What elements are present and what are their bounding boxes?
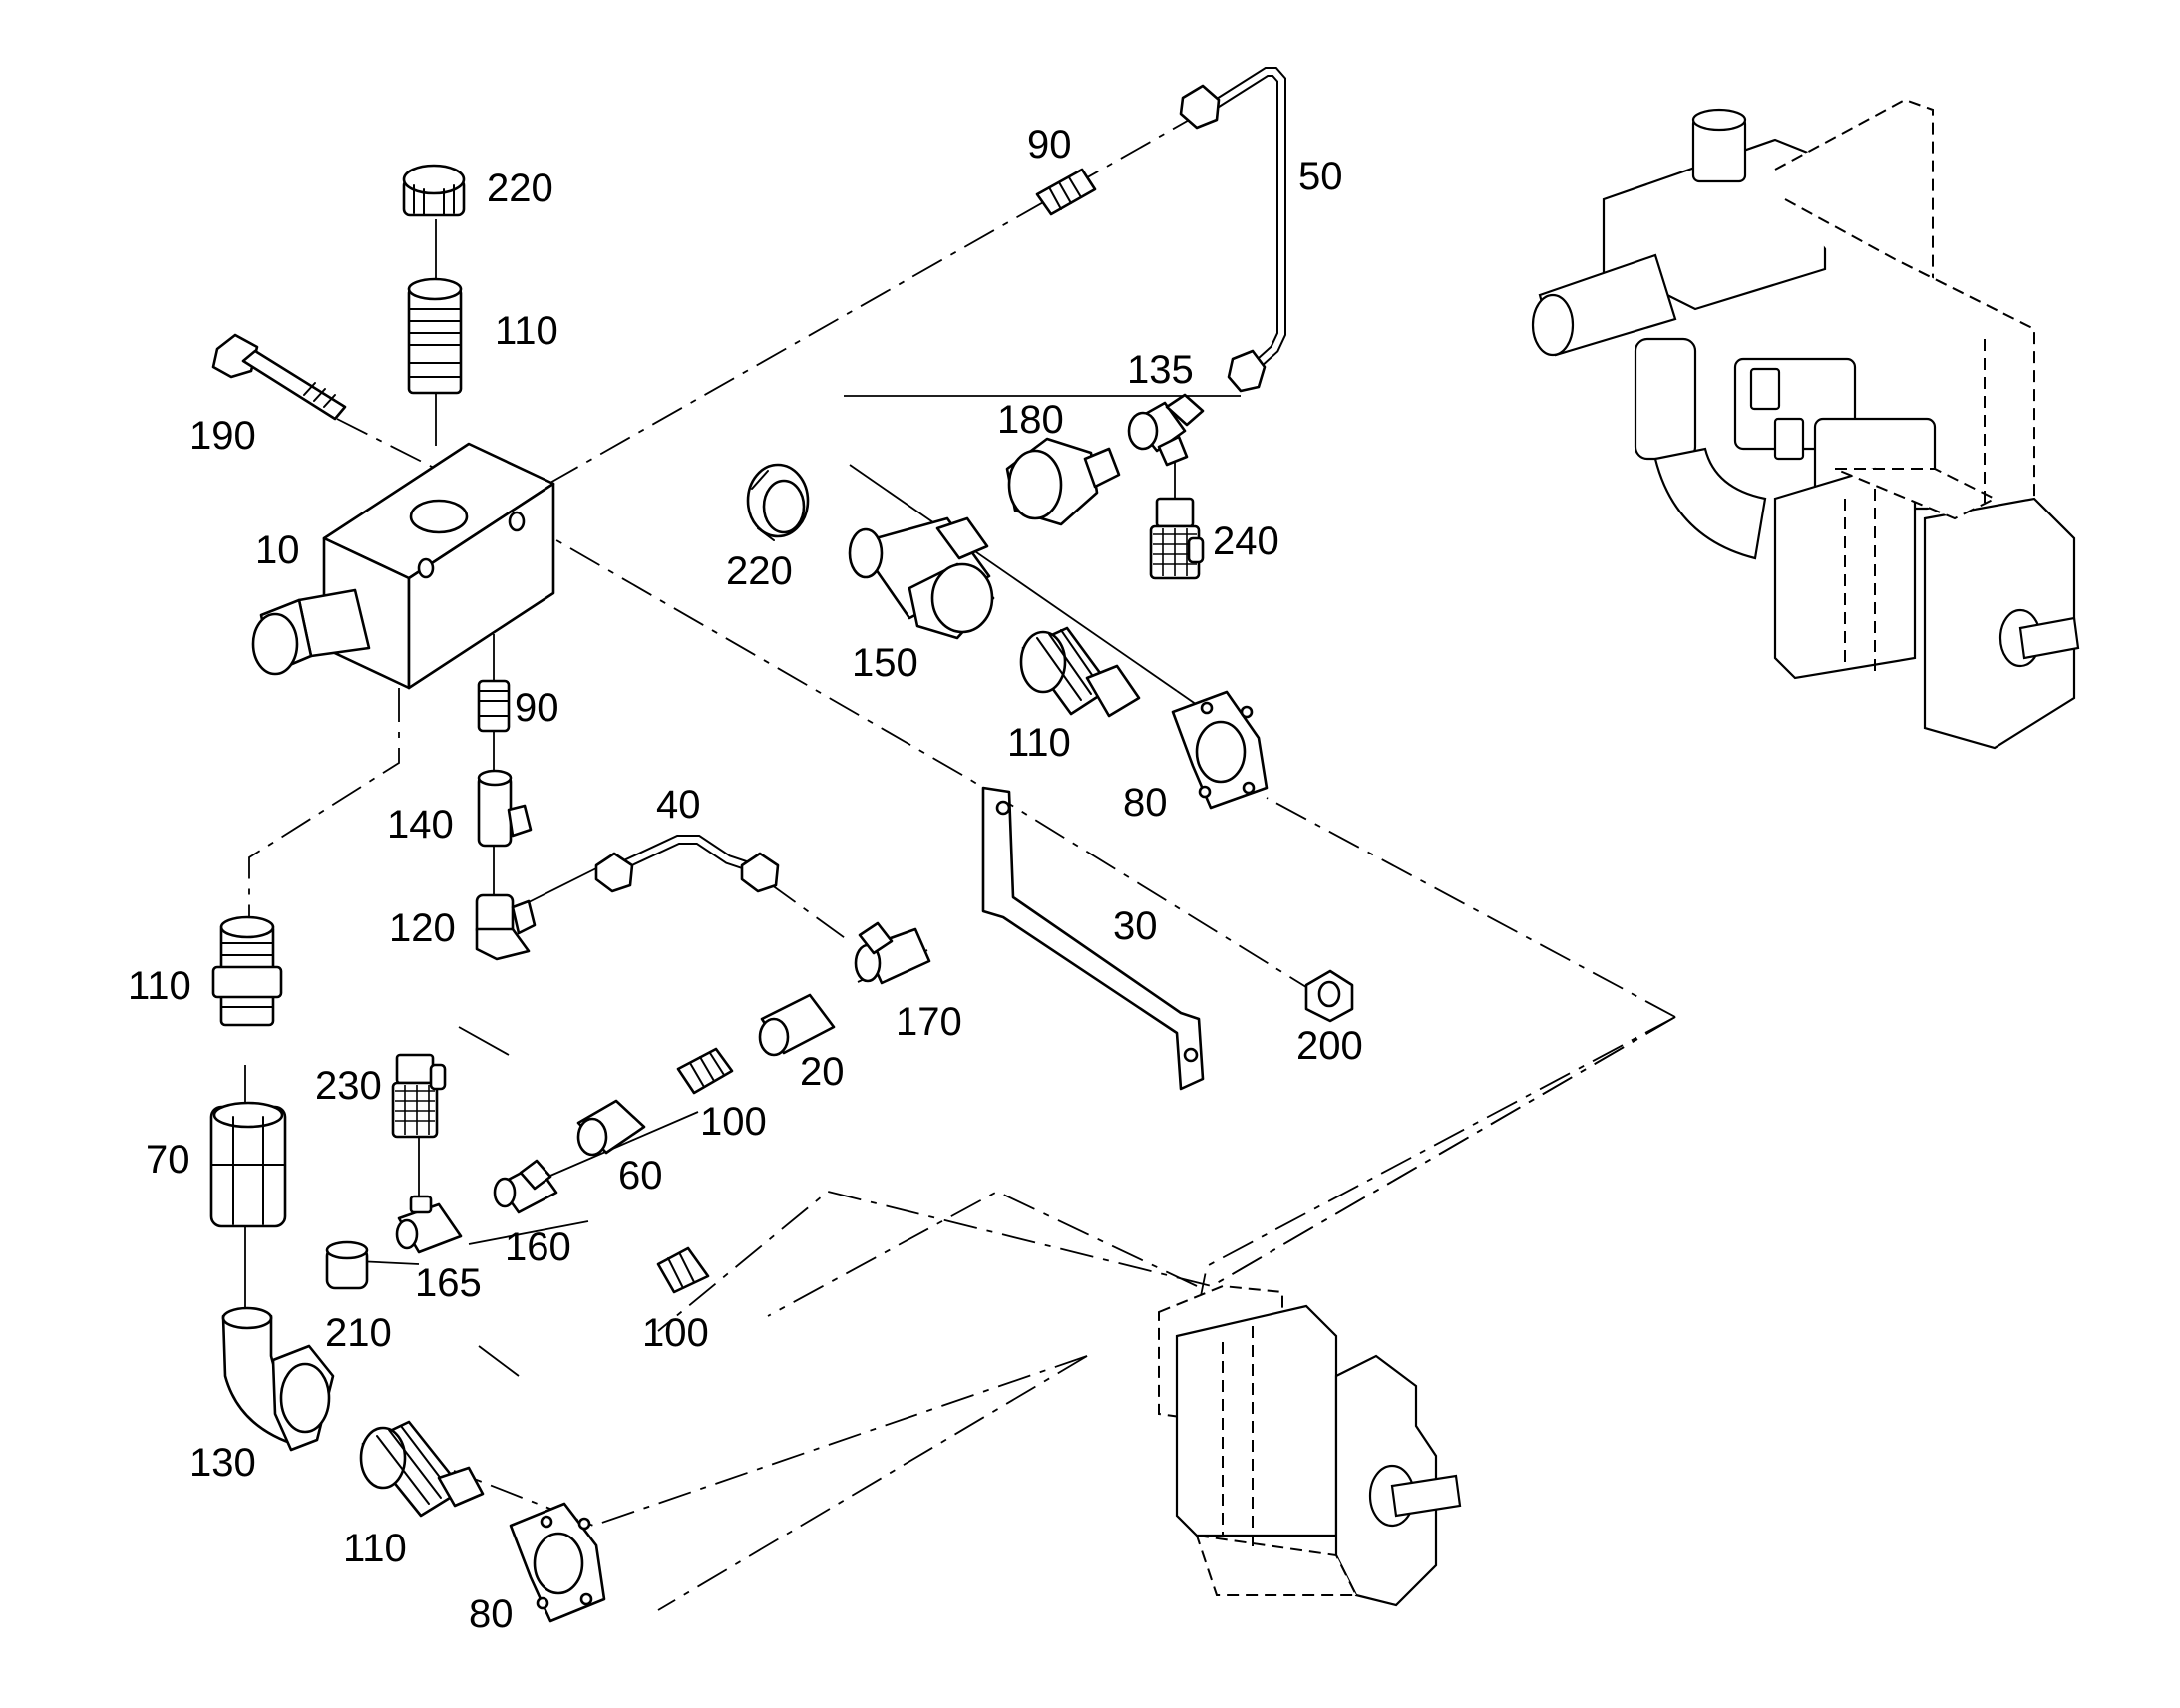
nut-60 [576, 1099, 646, 1157]
coupler-20 [758, 993, 836, 1057]
elbow-120 [475, 893, 537, 961]
callout-150: 150 [852, 641, 918, 685]
flange-80-bottom [509, 1502, 606, 1623]
tee-170 [854, 921, 931, 985]
test-coupling-230 [391, 1053, 447, 1139]
gear-pump-lower [1158, 1284, 1462, 1607]
nut-180 [1005, 437, 1121, 526]
callout-110-left: 110 [128, 964, 191, 1008]
bolt-190 [211, 333, 347, 421]
nipple-100-mid [676, 1047, 734, 1095]
callout-110-top: 110 [495, 309, 558, 353]
tee-140 [477, 769, 533, 848]
callout-135: 135 [1127, 348, 1194, 392]
adapter-110-bottom [359, 1420, 485, 1518]
nut-200 [1304, 969, 1354, 1023]
callout-30: 30 [1113, 904, 1158, 948]
callout-200: 200 [1296, 1024, 1363, 1068]
callout-110-bottom: 110 [343, 1527, 407, 1570]
pipe-40 [594, 835, 780, 893]
callout-165: 165 [415, 1261, 482, 1305]
nipple-90-mid [477, 679, 511, 733]
union-70 [209, 1101, 287, 1228]
callout-180: 180 [997, 398, 1064, 442]
callout-20: 20 [800, 1050, 845, 1094]
callout-230: 230 [315, 1064, 382, 1108]
callout-160: 160 [505, 1225, 571, 1269]
tee-160 [493, 1159, 558, 1214]
callout-50: 50 [1298, 155, 1343, 198]
callout-labels: 220 110 190 10 90 50 135 180 220 240 150… [128, 123, 1363, 1636]
test-coupling-240 [1149, 497, 1205, 580]
cap-220-top [402, 164, 466, 217]
bracket-30 [981, 786, 1205, 1091]
plug-210 [325, 1240, 369, 1290]
callout-220-top: 220 [487, 167, 553, 210]
callout-220-mid: 220 [726, 549, 793, 593]
callout-60: 60 [618, 1154, 663, 1197]
callout-70: 70 [146, 1138, 190, 1182]
callout-130: 130 [189, 1441, 256, 1485]
callout-240: 240 [1213, 519, 1279, 563]
callout-80-bottom: 80 [469, 1592, 514, 1636]
valve-block-10 [251, 442, 555, 690]
tee-165 [395, 1195, 463, 1254]
callout-40: 40 [656, 783, 701, 827]
tee-135 [1127, 393, 1205, 467]
callout-10: 10 [255, 528, 300, 572]
cap-220-mid [746, 463, 810, 541]
adapter-110-mid [1019, 626, 1141, 718]
callout-80-mid: 80 [1123, 781, 1168, 825]
callout-210: 210 [325, 1311, 392, 1355]
flange-80-mid [1171, 690, 1269, 810]
callout-110-mid: 110 [1007, 721, 1071, 765]
callout-90-mid: 90 [515, 686, 559, 730]
callout-120: 120 [389, 906, 456, 950]
callout-100-mid: 100 [700, 1100, 767, 1144]
callout-100-lower: 100 [642, 1311, 709, 1355]
callout-140: 140 [387, 803, 454, 847]
adapter-110-left [211, 915, 283, 1027]
elbow-130 [221, 1306, 335, 1452]
adapter-110-top [407, 277, 463, 395]
nipple-100-lower [656, 1246, 710, 1294]
nipple-90-top [1035, 168, 1097, 216]
pipe-50 [1179, 67, 1286, 393]
assembly-view [1531, 98, 2080, 750]
tee-150 [848, 516, 995, 640]
callout-190: 190 [189, 414, 256, 458]
callout-170: 170 [896, 1000, 962, 1044]
callout-90-top: 90 [1027, 123, 1072, 167]
